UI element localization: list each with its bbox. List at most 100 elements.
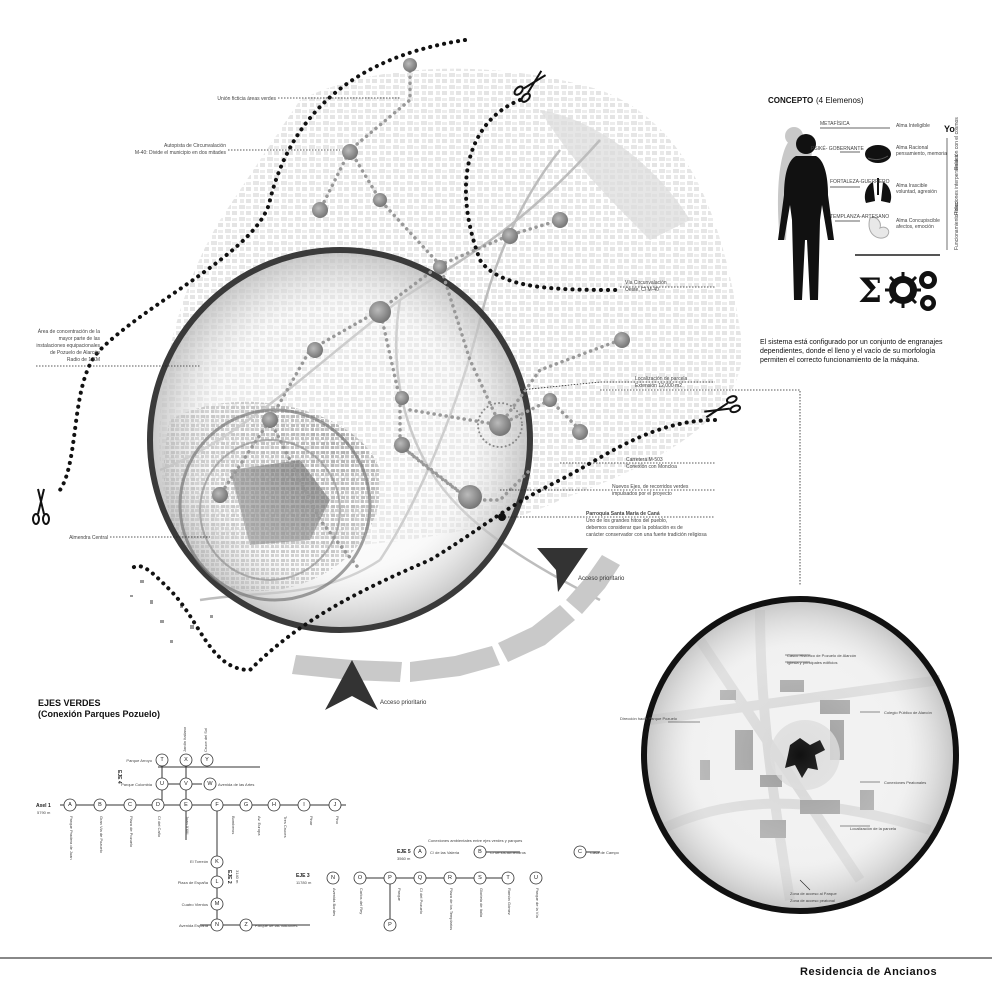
svg-text:Juan XXIII: Juan XXIII bbox=[185, 816, 190, 834]
label-acceso-left: Acceso prioritario bbox=[380, 700, 427, 706]
brain-icon bbox=[865, 145, 891, 163]
detail-label-6: Localización de la parcela bbox=[850, 826, 897, 831]
svg-text:A: A bbox=[418, 849, 422, 855]
label-nuevos-1: Nuevos Ejes, de recorridos verdes bbox=[612, 484, 689, 490]
eje4-station-w: W Avenida de las Artes bbox=[203, 777, 254, 791]
svg-text:J: J bbox=[334, 802, 337, 808]
svg-text:Tres Cruces: Tres Cruces bbox=[283, 816, 288, 838]
label-parroquia-2: Uno de los grandes hitos del pueblo, bbox=[586, 518, 667, 524]
svg-text:Y: Y bbox=[205, 757, 209, 763]
svg-text:Parque Colombia: Parque Colombia bbox=[121, 782, 153, 787]
svg-text:Cuatro Vientos: Cuatro Vientos bbox=[182, 902, 208, 907]
concept-level-2-right: Alma Racional bbox=[896, 145, 928, 151]
concept-level-2-left: PSIKÉ- GOBERNANTE bbox=[811, 145, 864, 152]
label-area-5: Radio de 1 KM bbox=[67, 357, 100, 363]
svg-text:U: U bbox=[534, 875, 538, 881]
map-labels-right: Vía Circunvalación Oeste, C/ M-40 Locali… bbox=[380, 280, 707, 706]
eje1-station-d: DC/ del Caño bbox=[151, 798, 165, 838]
svg-text:Gran Via de Pozuelo: Gran Via de Pozuelo bbox=[99, 816, 104, 854]
leader-lines bbox=[36, 97, 801, 585]
svg-text:Pinar: Pinar bbox=[309, 816, 314, 826]
svg-text:T: T bbox=[160, 757, 164, 763]
eje5-name: EJE 5 bbox=[397, 849, 411, 855]
detail-label-8: Zona de acceso peatonal bbox=[790, 898, 835, 903]
label-parcela-2: Extensión 12,000 m2 bbox=[635, 383, 682, 389]
svg-text:Av. Europa: Av. Europa bbox=[257, 816, 262, 836]
concept-desc-3: permiten el correcto funcionamiento de l… bbox=[760, 357, 919, 364]
human-figure-icon bbox=[778, 127, 834, 300]
eje4-name: EJE 4 bbox=[116, 770, 122, 784]
svg-text:P: P bbox=[388, 875, 392, 881]
label-area-3: instalaciones equipacionales bbox=[36, 343, 100, 349]
label-parroquia-3: debemos considerar que la población es d… bbox=[586, 525, 683, 531]
svg-text:G: G bbox=[244, 802, 248, 808]
concept-side-1: Relación con el cosmos bbox=[954, 117, 960, 170]
svg-text:Q: Q bbox=[418, 875, 423, 881]
concept-panel: CONCEPTO (4 Elemenos) Yo METAFÍSICA Alma… bbox=[760, 96, 960, 364]
eje1-station-e: E Juan XXIII bbox=[179, 798, 193, 834]
access-arrow-right bbox=[537, 548, 588, 592]
detail-label-5: Conexiones Peatonales bbox=[884, 780, 926, 785]
svg-text:W: W bbox=[207, 781, 213, 787]
access-band bbox=[292, 555, 620, 682]
svg-text:Glorieta de Italia: Glorieta de Italia bbox=[479, 888, 484, 918]
svg-text:Parque Pradera de Juan: Parque Pradera de Juan bbox=[69, 816, 74, 860]
eje3-station-q: QC/ del Pozuelo bbox=[413, 871, 427, 915]
concept-level-3-right: Alma Irascible bbox=[896, 183, 928, 189]
detail-label-2: Iglesia y principales edificios bbox=[787, 660, 837, 665]
eje3-length: 11780 m bbox=[296, 880, 312, 885]
svg-text:C: C bbox=[128, 802, 132, 808]
scissors-icon-right bbox=[704, 395, 742, 419]
concept-level-1-left: METAFÍSICA bbox=[820, 120, 850, 127]
svg-text:C/ de los Almendros: C/ de los Almendros bbox=[490, 850, 526, 855]
svg-text:Parque: Parque bbox=[397, 888, 402, 902]
label-parcela-1: Localización de parcela bbox=[635, 376, 687, 382]
map-labels-left: Unión ficticia áreas verdes Autopista de… bbox=[36, 96, 276, 541]
boundary-dotted-lines bbox=[58, 38, 717, 673]
svg-text:X: X bbox=[184, 757, 188, 763]
label-area-4: de Pozuelo de Alarcón bbox=[50, 350, 100, 356]
concept-side-2: Relaciones interpersonales bbox=[954, 154, 960, 215]
svg-text:M: M bbox=[215, 901, 220, 907]
label-area-1: Área de concentración de la bbox=[38, 328, 100, 335]
nodes bbox=[212, 58, 630, 521]
gears-icon bbox=[885, 271, 937, 311]
concept-level-3-left: FORTALEZA-GUERRERO bbox=[830, 179, 890, 185]
main-radius-circle bbox=[147, 247, 533, 633]
scissors-icon-top bbox=[513, 70, 547, 103]
eje2-station-z: Z Parque de las Naciones bbox=[239, 918, 297, 932]
stomach-icon bbox=[868, 216, 890, 239]
svg-text:Bomberos: Bomberos bbox=[231, 816, 236, 834]
label-carretera-1: Carretera M-503 bbox=[626, 457, 663, 463]
label-acceso-right: Acceso prioritario bbox=[578, 576, 625, 582]
svg-text:E: E bbox=[184, 802, 188, 808]
eje2-station-k: KEl Torreón bbox=[190, 855, 224, 869]
access-arrow-left bbox=[325, 660, 378, 710]
svg-text:Avenida de las Artes: Avenida de las Artes bbox=[218, 782, 254, 787]
svg-text:T: T bbox=[506, 875, 510, 881]
svg-text:R: R bbox=[448, 875, 452, 881]
eje3-station-p2: P bbox=[383, 918, 397, 932]
svg-text:L: L bbox=[215, 879, 218, 885]
concept-yo: Yo bbox=[944, 124, 955, 134]
svg-text:Avenida España: Avenida España bbox=[179, 923, 209, 928]
svg-text:El Torreón: El Torreón bbox=[190, 859, 208, 864]
sigma-symbol: Σ bbox=[858, 271, 882, 311]
svg-text:Avenida Bordes: Avenida Bordes bbox=[332, 888, 337, 916]
svg-text:Z: Z bbox=[244, 922, 248, 928]
svg-text:C/ del Caño: C/ del Caño bbox=[157, 816, 162, 838]
svg-text:Parque de las Naciones: Parque de las Naciones bbox=[255, 923, 297, 928]
concept-side-3: Funcionamiento físico bbox=[954, 201, 960, 250]
